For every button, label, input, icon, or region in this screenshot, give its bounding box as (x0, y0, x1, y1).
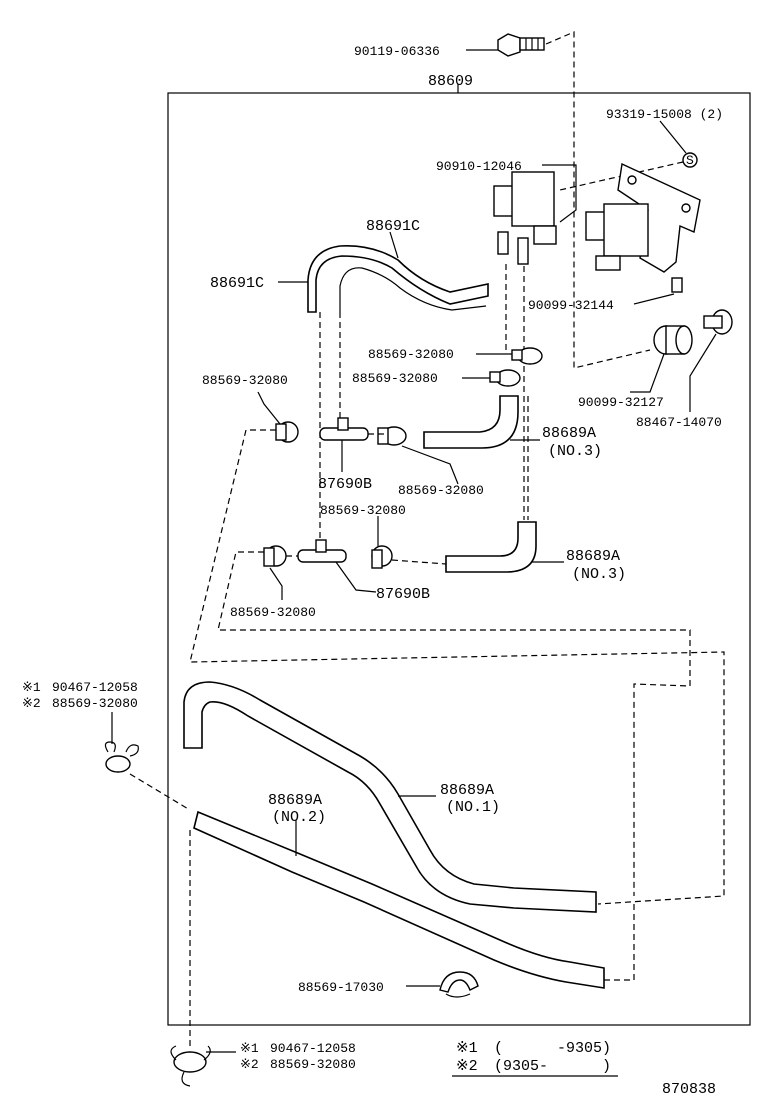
hose-88691c-left-label: 88691C (210, 275, 264, 292)
vsv-label: 90910-12046 (436, 159, 522, 174)
bolt-label: 90119-06336 (354, 44, 440, 59)
vsv-valve-left (493, 171, 557, 265)
note-bottom-part2: 88569-32080 (270, 1057, 356, 1072)
clamp-b-part (489, 369, 521, 387)
hose-no3-lower-label: 88689A (566, 548, 620, 565)
clamp-lower-left-leader (269, 567, 283, 600)
clamp-mid-part (377, 426, 407, 446)
hose-no1-sub: (NO.1) (446, 799, 500, 816)
pin-part (703, 309, 733, 335)
hose-no3-lower (445, 521, 537, 573)
tee-upper-label: 87690B (318, 476, 372, 493)
tee-lower-label: 87690B (376, 586, 430, 603)
svg-text:S: S (686, 153, 694, 168)
legend-row2-text: (9305- ) (494, 1058, 611, 1075)
clamp-a-label: 88569-32080 (368, 347, 454, 362)
hose-no3-upper (423, 395, 519, 449)
clamp-mid-label: 88569-32080 (398, 483, 484, 498)
note-bottom-mark1: ※1 (240, 1041, 259, 1056)
figure-number: 870838 (662, 1081, 716, 1098)
grommet-small-part (671, 277, 683, 293)
bolt-dashline (545, 31, 651, 369)
clamp-left-part (275, 421, 299, 443)
clip-17030-part (439, 971, 479, 998)
nut-part (682, 152, 698, 168)
hose-no2-sub: (NO.2) (272, 809, 326, 826)
clamp-lower-left-label: 88569-32080 (230, 605, 316, 620)
note-top-part1: 90467-12058 (52, 680, 138, 695)
tee-upper-part (319, 417, 369, 441)
clamp-left-leader (257, 391, 281, 425)
pin-label: 88467-14070 (636, 415, 722, 430)
tee-lower-leader (335, 561, 377, 593)
legend-row1-mark: ※1 (456, 1040, 478, 1057)
hose-no3-upper-sub: (NO.3) (548, 443, 602, 460)
assembly-label: 88609 (428, 73, 473, 90)
spring-clamp-top (104, 741, 139, 773)
clamp-lower-left-part (263, 545, 287, 567)
clamp-mid2-part (371, 545, 393, 569)
tee-lower-part (297, 539, 347, 563)
nut-leader (659, 120, 687, 154)
clamp-mid2-label: 88569-32080 (320, 503, 406, 518)
grommet-large-part (653, 325, 693, 355)
hose-88691c (307, 244, 489, 313)
legend-row1-text: ( -9305) (494, 1040, 611, 1057)
vsv-valve-right (585, 203, 649, 271)
note-top-part2: 88569-32080 (52, 696, 138, 711)
spring-clamp-bottom (170, 1045, 211, 1087)
note-top-mark1: ※1 (22, 680, 41, 695)
clamp-b-label: 88569-32080 (352, 371, 438, 386)
clip-17030-label: 88569-17030 (298, 980, 384, 995)
bolt-part (497, 33, 545, 57)
grommet-large-leader (630, 353, 665, 393)
hose-88691c-upper-leader (389, 231, 399, 259)
vsv-leader (542, 164, 577, 223)
bracket-part (617, 162, 701, 273)
clamp-a-part (511, 347, 543, 365)
hose-no2-label: 88689A (268, 792, 322, 809)
grommet-small-label: 90099-32144 (528, 298, 614, 313)
hose-no3-upper-label: 88689A (542, 425, 596, 442)
hose-no3-lower-sub: (NO.3) (572, 566, 626, 583)
note-top-mark2: ※2 (22, 696, 41, 711)
clamp-mid-leader (401, 445, 459, 485)
clamp-left-label: 88569-32080 (202, 373, 288, 388)
grommet-small-leader (633, 293, 675, 305)
note-bottom-mark2: ※2 (240, 1057, 259, 1072)
assembly-frame (167, 92, 751, 1026)
grommet-large-label: 90099-32127 (578, 395, 664, 410)
note-bottom-part1: 90467-12058 (270, 1041, 356, 1056)
hose-88691c-upper-label: 88691C (366, 218, 420, 235)
legend-row2-mark: ※2 (456, 1058, 478, 1075)
pin-leader (689, 333, 717, 412)
hose-no1-label: 88689A (440, 782, 494, 799)
nut-label: 93319-15008 (2) (606, 107, 723, 122)
hose-no1 (183, 681, 597, 913)
